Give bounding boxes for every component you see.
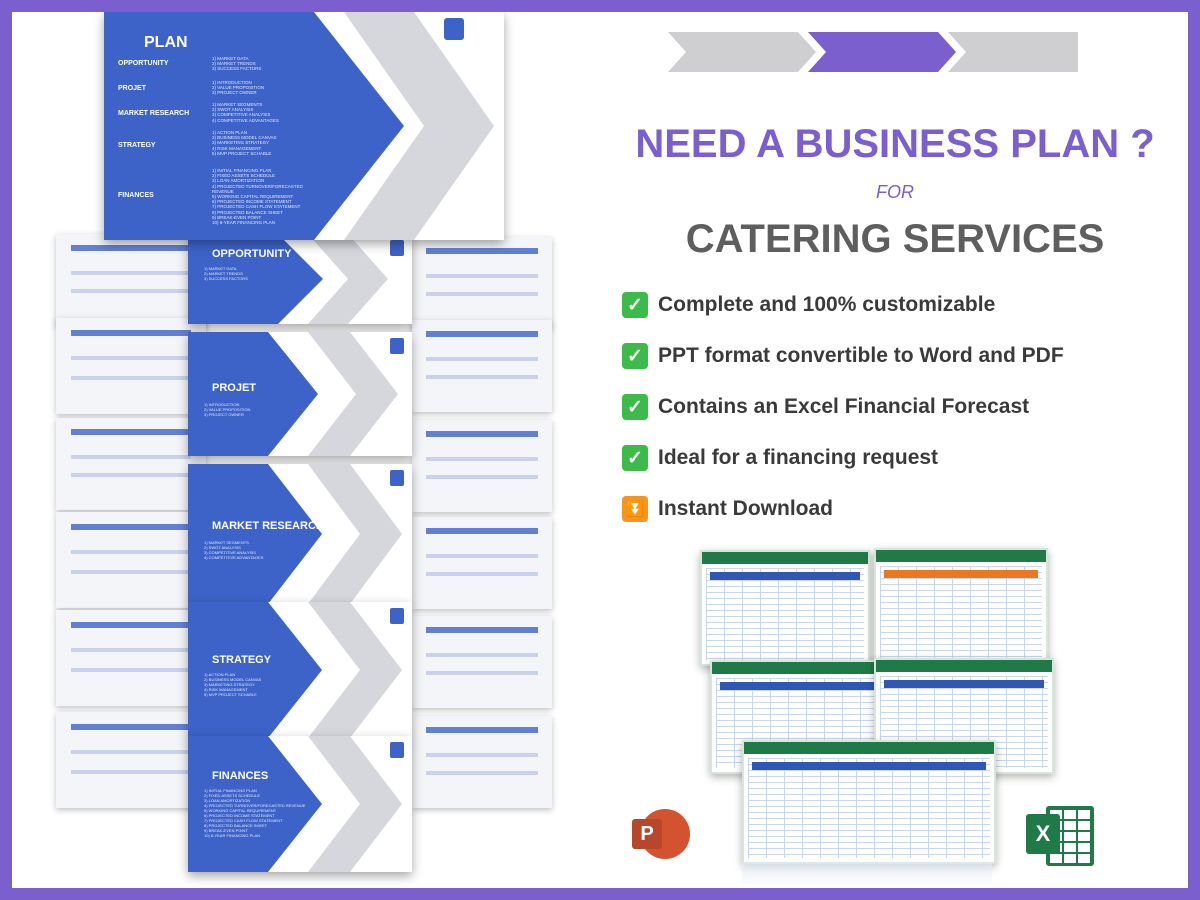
slide-thumbnail: [412, 320, 552, 412]
product-banner: OPPORTUNITY 1) MARKET DATA 2) MARKET TRE…: [12, 12, 1188, 888]
slide-thumbnail: [56, 418, 206, 510]
headline: NEED A BUSINESS PLAN ?: [635, 122, 1155, 166]
excel-screenshot: [874, 548, 1048, 666]
chevron-decoration-icon: [668, 32, 1078, 72]
feature-text: Complete and 100% customizable: [658, 293, 996, 316]
check-mark-icon: ✓: [622, 292, 648, 318]
slide-thumbnail: [412, 420, 552, 512]
slide-thumbnail: [412, 237, 552, 329]
slide-thumbnail: [412, 517, 552, 609]
feature-item: ✓ PPT format convertible to Word and PDF: [622, 341, 1064, 371]
powerpoint-icon: P: [630, 807, 690, 867]
feature-item: ✓ Ideal for a financing request: [622, 443, 938, 473]
section-slide-projet: PROJET 1) INTRODUCTION 2) VALUE PROPOSIT…: [188, 332, 412, 456]
plan-section-label: PROJET: [118, 85, 147, 92]
section-slide-finances: FINANCES 1) INITIAL FINANCING PLAN 2) FI…: [188, 736, 412, 872]
plan-section-label: STRATEGY: [118, 142, 156, 149]
plan-section-items: 1) INTRODUCTION 2) VALUE PROPOSITION 3) …: [212, 80, 265, 96]
plan-slide: PLAN OPPORTUNITY 1) MARKET DATA 2) MARKE…: [104, 12, 504, 240]
section-items: 1) INITIAL FINANCING PLAN 2) FIXED ASSET…: [204, 788, 306, 838]
feature-text: PPT format convertible to Word and PDF: [658, 344, 1064, 367]
section-items: 1) INTRODUCTION 2) VALUE PROPOSITION 3) …: [204, 402, 251, 417]
check-mark-icon: ✓: [622, 343, 648, 369]
section-items: 1) ACTION PLAN 2) BUSINESS MODEL CANVAS …: [204, 672, 262, 697]
excel-reflection: [742, 862, 992, 888]
plan-section-items: 1) MARKET SEGMENTS 2) SWOT ANALYSIS 3) C…: [212, 102, 279, 123]
feature-item: ✓ Contains an Excel Financial Forecast: [622, 392, 1029, 422]
feature-item: ✓ Complete and 100% customizable: [622, 290, 995, 320]
plan-section-items: 1) ACTION PLAN 2) BUSINESS MODEL CANVAS …: [212, 130, 277, 156]
slide-thumbnail: [56, 512, 206, 608]
for-label: FOR: [876, 182, 914, 202]
feature-item: ⏬ Instant Download: [622, 494, 833, 524]
section-slide-market-research: MARKET RESEARCH 1) MARKET SEGMENTS 2) SW…: [188, 464, 412, 604]
section-slide-strategy: STRATEGY 1) ACTION PLAN 2) BUSINESS MODE…: [188, 602, 412, 738]
section-title: FINANCES: [212, 770, 269, 782]
plan-section-label: FINANCES: [118, 192, 154, 199]
slide-thumbnail: [412, 616, 552, 708]
subject-title: CATERING SERVICES: [685, 217, 1105, 261]
plan-section-label: MARKET RESEARCH: [118, 110, 190, 117]
excel-screenshot: [742, 740, 996, 864]
feature-text: Ideal for a financing request: [658, 446, 939, 469]
excel-screenshot: [700, 550, 870, 666]
section-items: 1) MARKET SEGMENTS 2) SWOT ANALYSIS 3) C…: [204, 540, 264, 560]
slide-thumbnail: [56, 712, 206, 808]
section-title: OPPORTUNITY: [212, 248, 292, 260]
section-title: PROJET: [212, 382, 257, 394]
section-slide-opportunity: OPPORTUNITY 1) MARKET DATA 2) MARKET TRE…: [188, 234, 412, 324]
slide-thumbnail: [56, 610, 206, 706]
plan-section-items: 1) INITIAL FINANCING PLAN 2) FIXED ASSET…: [212, 168, 303, 226]
check-mark-icon: ✓: [622, 445, 648, 471]
plan-section-items: 1) MARKET DATA 2) MARKET TRENDS 3) SUCCE…: [212, 56, 262, 72]
slide-thumbnail: [56, 318, 206, 414]
plan-title: PLAN: [144, 34, 188, 51]
plan-section-label: OPPORTUNITY: [118, 60, 169, 67]
check-mark-icon: ✓: [622, 394, 648, 420]
slide-thumbnail: [412, 716, 552, 808]
excel-icon: X: [1024, 802, 1094, 866]
logo-icon: [444, 18, 464, 40]
section-title: MARKET RESEARCH: [212, 520, 324, 532]
feature-text: Instant Download: [658, 497, 833, 520]
slide-thumbnail: [56, 234, 206, 326]
feature-text: Contains an Excel Financial Forecast: [658, 395, 1030, 418]
section-items: 1) MARKET DATA 2) MARKET TRENDS 3) SUCCE…: [204, 266, 248, 281]
section-title: STRATEGY: [212, 654, 272, 666]
download-arrow-icon: ⏬: [622, 496, 648, 522]
